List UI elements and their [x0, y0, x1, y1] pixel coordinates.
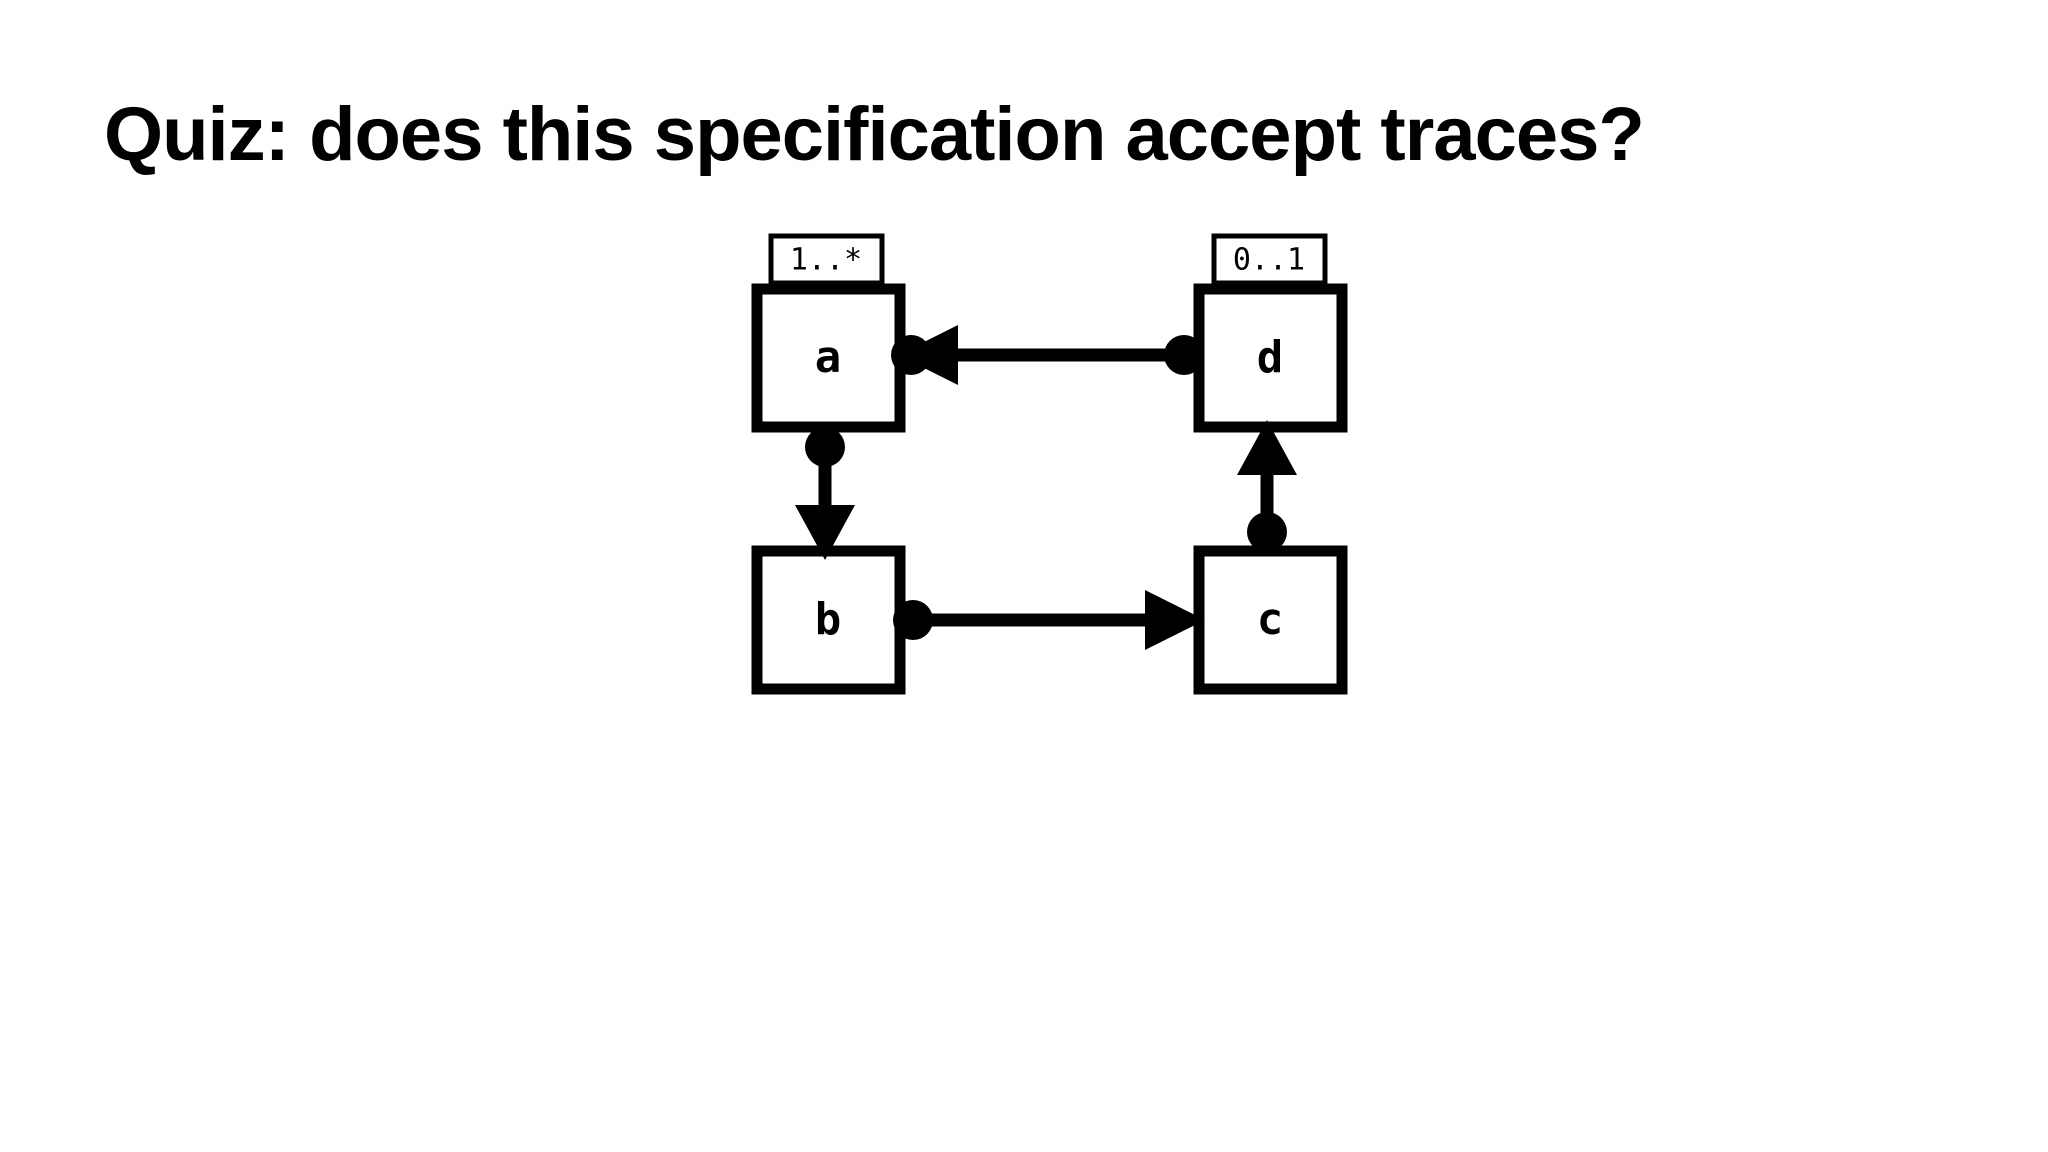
edge-a-to-b[interactable]	[795, 427, 855, 560]
edge-d-to-a-target-dot	[891, 335, 931, 375]
node-a[interactable]: a	[751, 283, 906, 433]
edge-c-to-d[interactable]	[1237, 420, 1297, 552]
node-a-multiplicity-label: 1..*	[790, 243, 862, 278]
node-a-multiplicity-tab: 1..*	[768, 233, 885, 286]
node-d-label: d	[1257, 332, 1284, 383]
edge-d-to-a-source-dot	[1164, 335, 1204, 375]
node-d[interactable]: d	[1193, 283, 1348, 433]
node-a-box[interactable]	[751, 283, 906, 433]
node-b[interactable]: b	[751, 545, 906, 695]
edge-c-to-d-source-dot	[1247, 512, 1287, 552]
node-d-multiplicity-box	[1211, 233, 1328, 286]
node-a-multiplicity-box	[768, 233, 885, 286]
node-c[interactable]: c	[1193, 545, 1348, 695]
edge-b-to-c-arrowhead	[1145, 590, 1205, 650]
edge-d-to-a[interactable]	[891, 325, 1204, 385]
edge-b-to-c-source-dot	[893, 600, 933, 640]
node-c-box[interactable]	[1193, 545, 1348, 695]
node-d-multiplicity-label: 0..1	[1233, 243, 1305, 278]
page-title: Quiz: does this specification accept tra…	[104, 92, 1645, 177]
edge-c-to-d-arrowhead	[1237, 420, 1297, 475]
edge-a-to-b-arrowhead	[795, 505, 855, 560]
node-d-multiplicity-tab: 0..1	[1211, 233, 1328, 286]
node-b-label: b	[815, 594, 842, 645]
edge-a-to-b-source-dot	[805, 427, 845, 467]
edge-b-to-c[interactable]	[893, 590, 1205, 650]
node-a-label: a	[815, 332, 842, 383]
node-c-label: c	[1257, 594, 1284, 645]
